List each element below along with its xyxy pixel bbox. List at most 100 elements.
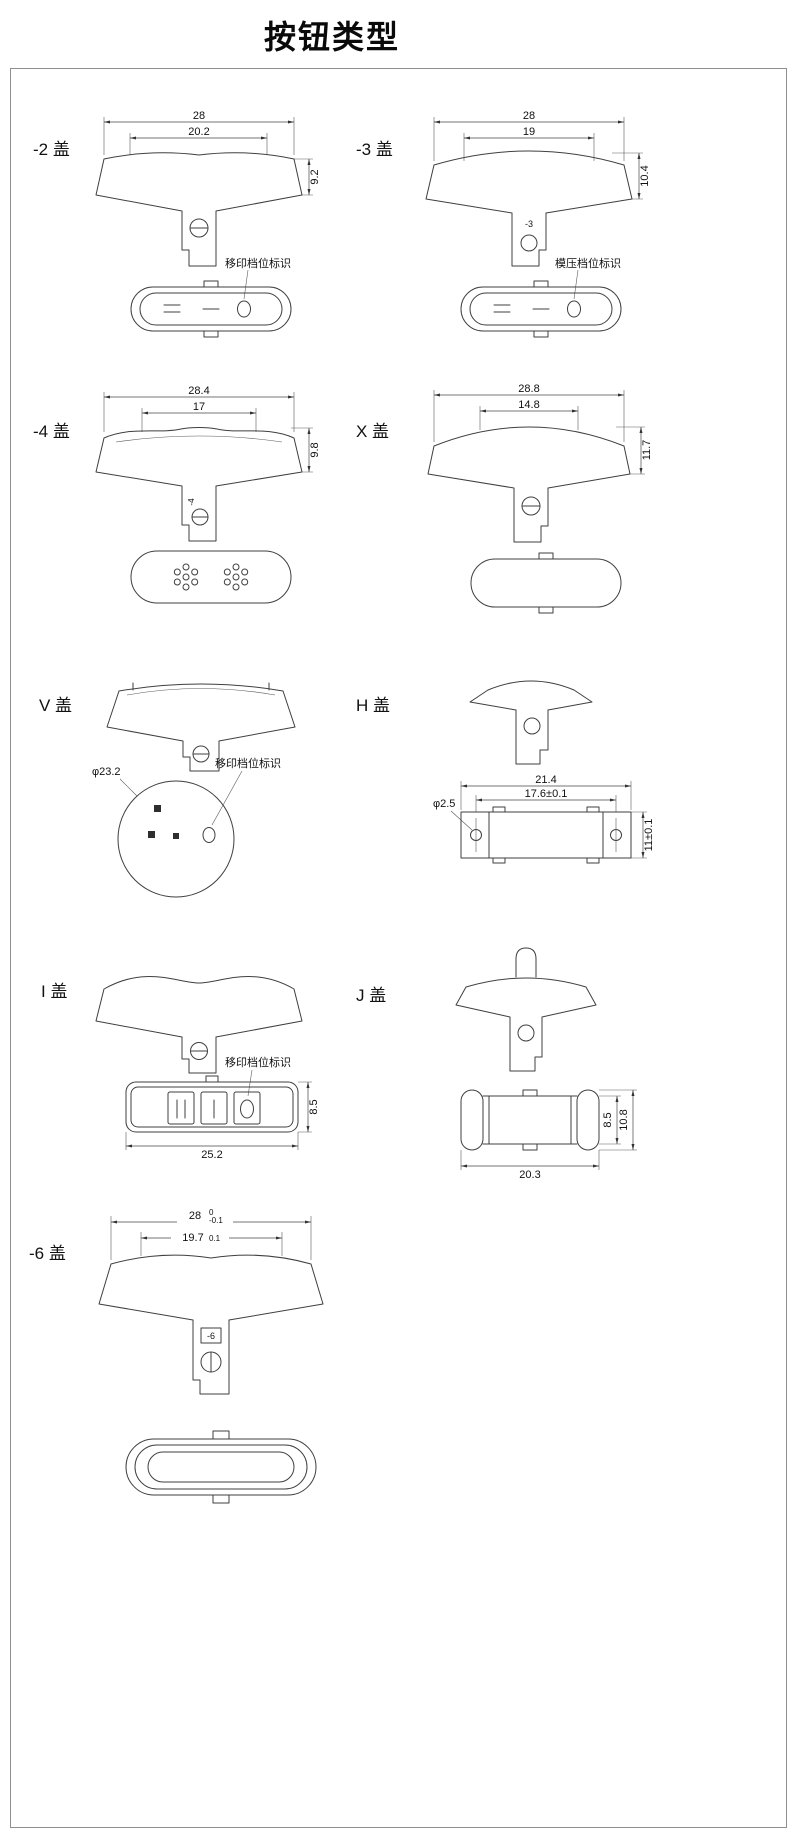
cap6-label: -6 盖 [29, 1244, 66, 1263]
cap2-top-outline [130, 280, 292, 338]
capX-dim-outer: 28.8 [518, 383, 539, 395]
cap4-dim-height: 9.8 [309, 442, 321, 457]
capJ-side-view [455, 947, 597, 1072]
cap2-position-marks [163, 300, 251, 318]
cap4-label: -4 盖 [33, 422, 70, 441]
mount-hole-icon [470, 829, 482, 841]
capX-outline [427, 426, 631, 543]
capV-bottom-view: φ23.2 移印档位标识 [92, 756, 281, 898]
cap6-dim-outer-tol-lower: -0.1 [209, 1216, 223, 1225]
capI-outline [95, 976, 303, 1074]
mark-equals-icon [493, 304, 511, 313]
stem-screw-icon [520, 234, 538, 252]
cap2-label: -2 盖 [33, 140, 70, 159]
mark-equals-icon [163, 304, 181, 313]
capJ-dim-band-height: 8.5 [602, 1112, 614, 1127]
cap2-outline [95, 152, 303, 267]
cap3-top-outline [460, 280, 622, 338]
capV-outline [106, 682, 296, 772]
cap3-position-marks [493, 300, 581, 318]
cap6-bottom-view [125, 1430, 317, 1504]
cap2-dim-height: 9.2 [309, 169, 321, 184]
capV-bottom-outline [117, 780, 235, 898]
cap4-dim-outer: 28.4 [188, 385, 209, 397]
capH-front-view: 21.4 17.6±0.1 φ2.5 11±0.1 [433, 774, 655, 864]
cap2-callout-leader [243, 269, 249, 300]
cap3-outline: -3 [425, 150, 633, 267]
cap2-callout: 移印档位标识 [225, 256, 291, 270]
capI-position-marks [176, 1099, 254, 1119]
stem-screw-icon [517, 1024, 535, 1042]
capH-label: H 盖 [356, 696, 390, 715]
cap4-outline: -4 [95, 427, 303, 542]
capI-dimension-lines [125, 1081, 312, 1150]
cap6-dimension-lines [110, 1216, 312, 1260]
cap2-side-view: 28 20.2 9.2 [95, 110, 321, 267]
cap6-stem-mark: -6 [207, 1331, 215, 1341]
stem-screw-icon [523, 717, 541, 735]
capI-top-outline [125, 1075, 299, 1133]
capJ-dimension-lines [460, 1089, 637, 1170]
cap2-dim-inner: 20.2 [188, 126, 209, 138]
cap6-dim-inner-tol: 0.1 [209, 1234, 221, 1243]
capI-dim-width: 25.2 [201, 1149, 222, 1161]
capV-callout: 移印档位标识 [215, 756, 281, 770]
drawing-frame: -2 盖 28 20.2 9.2 移印档位标识 [10, 68, 787, 1828]
cap6-dim-inner: 19.7 [182, 1232, 203, 1244]
capV-dim-diameter: φ23.2 [92, 766, 121, 778]
capV-callout-leader [211, 770, 243, 826]
capJ-dim-width: 20.3 [519, 1169, 540, 1181]
capV-diameter-leader [119, 778, 138, 797]
cap3-side-view: 28 19 10.4 -3 [425, 110, 651, 267]
cap6-dim-outer-tol-upper: 0 [209, 1208, 214, 1217]
cap6-side-view: 28 0 -0.1 19.7 0.1 -6 [98, 1208, 324, 1395]
capV-side-view [106, 682, 296, 772]
capJ-outline [455, 947, 597, 1072]
capX-dim-inner: 14.8 [518, 399, 539, 411]
capH-dim-hole: φ2.5 [433, 798, 455, 810]
cap6-outline: -6 [98, 1254, 324, 1395]
capX-side-view: 28.8 14.8 11.7 [427, 383, 653, 543]
capX-dim-height: 11.7 [641, 440, 653, 461]
cap3-label: -3 盖 [356, 140, 393, 159]
capJ-label: J 盖 [356, 986, 387, 1005]
cap6-dim-outer: 28 [189, 1210, 201, 1222]
capI-callout: 移印档位标识 [225, 1055, 291, 1069]
cap3-dim-inner: 19 [523, 126, 535, 138]
capX-dimension-lines [433, 390, 645, 475]
cap3-dim-outer: 28 [523, 110, 535, 122]
mark-circle-icon [202, 827, 216, 843]
mark-circle-icon [567, 300, 581, 318]
cap2-top-view: 移印档位标识 [130, 256, 292, 338]
cap4-stem-mark: -4 [187, 498, 196, 506]
capV-position-marks [148, 805, 216, 843]
capJ-dim-total-height: 10.8 [618, 1109, 630, 1130]
capH-dim-inner: 17.6±0.1 [525, 788, 568, 800]
tactile-dots-right-icon [223, 563, 249, 591]
capI-dim-height: 8.5 [308, 1099, 320, 1114]
capJ-knob [515, 947, 537, 978]
capH-dim-outer: 21.4 [535, 774, 556, 786]
cap6-stem-mark-box [200, 1327, 222, 1344]
cap3-top-view: 模压档位标识 [460, 256, 622, 338]
capJ-top-view: 8.5 10.8 20.3 [460, 1089, 637, 1181]
cap4-dimension-lines [103, 392, 313, 473]
capX-top-outline [470, 552, 622, 614]
cap3-dimension-lines [433, 117, 643, 200]
capJ-top-outline [460, 1089, 600, 1151]
cap4-top-view [130, 550, 292, 604]
cap3-callout: 模压档位标识 [555, 256, 621, 270]
capH-outline [469, 680, 593, 765]
capV-label: V 盖 [39, 696, 73, 715]
cap4-top-outline [130, 550, 292, 604]
capI-label: I 盖 [41, 982, 68, 1001]
mount-hole-icon [610, 829, 622, 841]
cap4-side-view: 28.4 17 9.8 -4 [95, 385, 321, 542]
cap4-dim-inner: 17 [193, 401, 205, 413]
cap6-bottom-outline [125, 1430, 317, 1504]
page-title: 按钮类型 [263, 19, 400, 55]
tactile-dots-left-icon [173, 563, 199, 591]
mark-circle-icon [237, 300, 251, 318]
mark-square-icon [148, 831, 155, 838]
capI-side-view [95, 976, 303, 1074]
